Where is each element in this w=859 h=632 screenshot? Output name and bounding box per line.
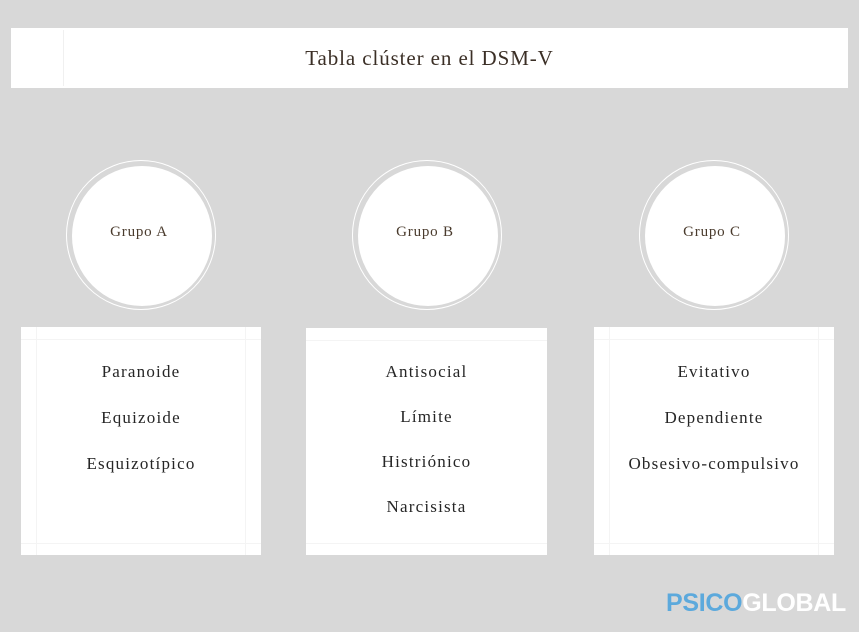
list-item: Obsesivo-compulsivo <box>628 454 800 473</box>
cluster-panel-a: Paranoide Equizoide Esquizotípico <box>21 327 261 555</box>
logo-text-primary: PSICO <box>665 589 743 617</box>
page-title: Tabla clúster en el DSM-V <box>305 46 554 70</box>
cluster-circle-label-c: Grupo C <box>683 223 741 240</box>
list-item: Equizoide <box>101 408 181 427</box>
cluster-circle-a: Grupo A <box>66 160 218 312</box>
circle-inner-disc <box>358 166 498 306</box>
list-item: Límite <box>400 407 453 426</box>
circle-inner-disc <box>645 166 785 306</box>
panel-guide-line <box>306 543 547 544</box>
panel-guide-line <box>21 339 261 340</box>
panel-guide-line <box>245 327 246 555</box>
cluster-circle-label-b: Grupo B <box>396 223 454 240</box>
list-item: Histriónico <box>381 452 472 471</box>
circle-inner-disc <box>72 166 212 306</box>
logo-text-secondary: GLOBAL <box>742 589 846 617</box>
circle-outer-ring <box>66 160 216 310</box>
list-item: Evitativo <box>677 362 751 381</box>
cluster-circle-label-a: Grupo A <box>110 223 168 240</box>
cluster-circle-c: Grupo C <box>639 160 791 312</box>
circle-outer-ring <box>352 160 502 310</box>
panel-guide-line <box>594 339 834 340</box>
panel-guide-line <box>609 327 610 555</box>
list-item: Dependiente <box>664 408 764 427</box>
cluster-panel-c: Evitativo Dependiente Obsesivo-compulsiv… <box>594 327 834 555</box>
cluster-panel-b: Antisocial Límite Histriónico Narcisista <box>306 328 547 555</box>
cluster-item-list-a: Paranoide Equizoide Esquizotípico <box>21 327 261 555</box>
panel-guide-line <box>818 327 819 555</box>
list-item: Narcisista <box>386 497 467 516</box>
cluster-item-list-c: Evitativo Dependiente Obsesivo-compulsiv… <box>594 327 834 555</box>
header-card: Tabla clúster en el DSM-V <box>11 28 848 88</box>
cluster-circle-b: Grupo B <box>352 160 504 312</box>
panel-guide-line <box>306 340 547 341</box>
list-item: Esquizotípico <box>86 454 196 473</box>
panel-guide-line <box>21 543 261 544</box>
cluster-item-list-b: Antisocial Límite Histriónico Narcisista <box>306 328 547 555</box>
panel-guide-line <box>36 327 37 555</box>
list-item: Paranoide <box>101 362 181 381</box>
list-item: Antisocial <box>385 362 468 381</box>
panel-guide-line <box>594 543 834 544</box>
header-divider-line <box>63 30 64 86</box>
psicoglobal-logo: PSICOGLOBAL <box>666 591 846 616</box>
circle-outer-ring <box>639 160 789 310</box>
